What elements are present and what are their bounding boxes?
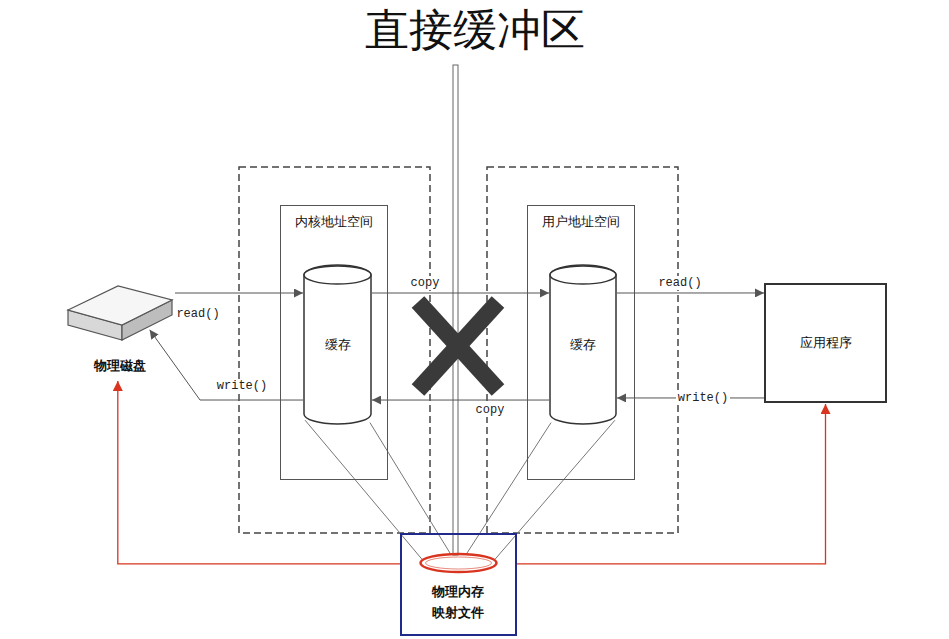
edge-label: copy — [474, 403, 507, 417]
disk-label-holder: 物理磁盘 — [45, 356, 195, 375]
node-label: 应用程序 — [800, 335, 852, 352]
cross-mark — [418, 302, 498, 390]
node-label: 缓存 — [570, 337, 596, 354]
disk-top-face — [68, 286, 172, 325]
disk-node: 物理磁盘 — [65, 283, 175, 348]
diagram-title: 直接缓冲区 — [0, 4, 949, 57]
address-space-box: 缓存用户地址空间 — [527, 205, 635, 480]
mapping-line — [305, 420, 450, 560]
cache-cylinder: 缓存 — [549, 265, 617, 425]
address-space-box: 缓存 内核地址空间 — [280, 205, 388, 480]
kernel-dashed-frame — [239, 167, 430, 533]
io-arrow — [617, 292, 764, 293]
red-ring-inner — [426, 557, 492, 569]
node-label: 缓存 — [325, 337, 351, 354]
memory-label-holder: 物理内存 映射文件 — [402, 582, 515, 624]
mapped-memory-box: 物理内存 映射文件 — [400, 533, 517, 636]
cylinder-top — [304, 266, 371, 284]
node-label: 物理磁盘 — [94, 358, 146, 375]
cylinder-body — [550, 265, 616, 424]
cylinder-top — [550, 266, 616, 284]
edge-label: write() — [676, 391, 730, 405]
cache-cylinder: 缓存 — [303, 265, 372, 425]
node-label: 物理内存 映射文件 — [429, 582, 489, 624]
io-arrow — [372, 400, 549, 401]
space-heading: 内核地址空间 — [295, 214, 373, 231]
space-heading: 用户地址空间 — [542, 214, 620, 231]
disk-icon — [65, 283, 175, 348]
mapping-arrow — [517, 404, 826, 564]
edge-label: write() — [215, 379, 269, 393]
divider-double-line — [453, 65, 458, 555]
red-ring — [421, 554, 497, 572]
cylinder-body — [304, 265, 371, 424]
edge-label: read() — [656, 276, 703, 290]
application-box: 应用程序 — [764, 283, 887, 403]
mapping-line — [467, 420, 615, 560]
io-arrow — [175, 293, 303, 294]
io-arrow — [372, 293, 549, 294]
edge-label: read() — [174, 307, 221, 321]
edge-label: copy — [409, 276, 442, 290]
